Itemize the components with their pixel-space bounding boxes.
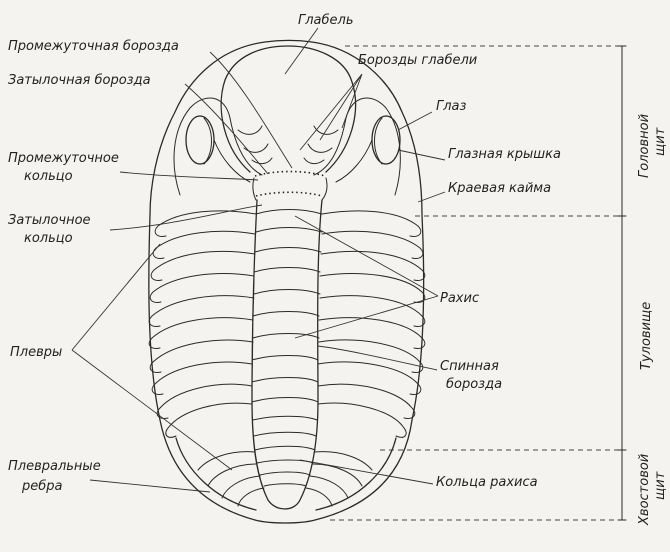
region-labels: Головной щит Туловище Хвостовой щит <box>637 114 668 526</box>
region-pygidium-line2: щит <box>653 471 668 500</box>
rachis-rings <box>252 210 322 487</box>
left-eye <box>186 116 214 164</box>
body-outline <box>149 41 424 524</box>
region-cephalon-line2: щит <box>653 127 668 156</box>
occipital-furrow-line <box>256 192 322 196</box>
right-pleurae <box>318 211 425 437</box>
label-border: Краевая кайма <box>448 181 551 196</box>
label-occipital-ring-line1: Затылочное <box>8 213 91 228</box>
region-thorax: Туловище <box>639 302 654 370</box>
leader-lines <box>72 28 445 492</box>
label-glabellar-furrows: Борозды глабели <box>358 53 477 68</box>
left-pleurae <box>149 211 256 437</box>
label-eye: Глаз <box>436 99 467 114</box>
label-intermediate-ring-line2: кольцо <box>24 169 73 184</box>
label-dorsal-furrow-line2: борозда <box>446 377 502 392</box>
label-glabella: Глабель <box>298 13 354 28</box>
label-occipital-ring-line2: кольцо <box>24 231 73 246</box>
region-cephalon-line1: Головной <box>637 114 652 178</box>
label-rachis: Рахис <box>440 291 479 306</box>
label-occipital-furrow: Затылочная борозда <box>8 73 151 88</box>
trilobite-body <box>149 41 425 524</box>
label-palpebral-lobe: Глазная крышка <box>448 147 561 162</box>
right-eye <box>372 116 400 164</box>
cephalic-border <box>174 98 262 195</box>
label-pleural-ribs-line2: ребра <box>21 479 63 494</box>
glabellar-furrows <box>238 126 338 164</box>
label-pleural-ribs-line1: Плевральные <box>8 459 101 474</box>
label-intermediate-ring-line1: Промежуточное <box>8 151 119 166</box>
label-intermediate-furrow: Промежуточная борозда <box>8 39 179 54</box>
label-pleurae: Плевры <box>10 345 62 360</box>
label-rachis-rings: Кольца рахиса <box>436 475 538 490</box>
label-dorsal-furrow-line1: Спинная <box>440 359 499 374</box>
region-brackets <box>330 46 626 520</box>
region-pygidium-line1: Хвостовой <box>637 454 652 526</box>
labels: Глабель Промежуточная борозда Затылочная… <box>8 13 561 494</box>
